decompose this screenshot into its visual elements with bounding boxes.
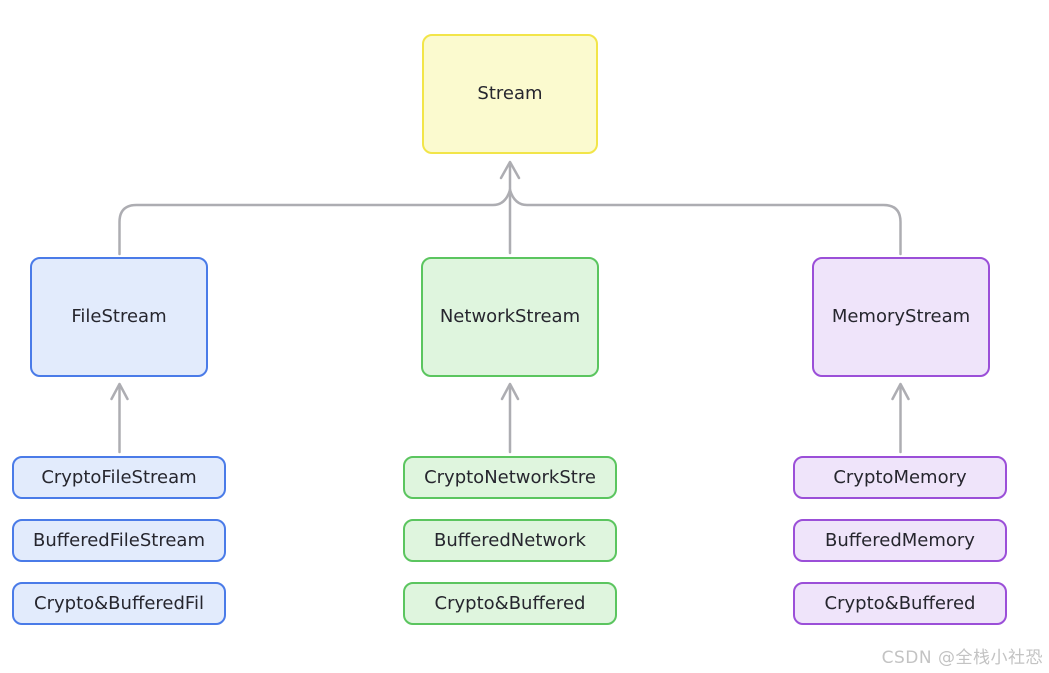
node-stream: Stream bbox=[422, 34, 598, 154]
node-cryptobufferednetwork-label: Crypto&Buffered bbox=[434, 592, 586, 614]
node-cryptobufferedmemory-label: Crypto&Buffered bbox=[824, 592, 976, 614]
node-cryptomemory-label: CryptoMemory bbox=[833, 466, 967, 488]
node-bufferednetwork: BufferedNetwork bbox=[403, 519, 617, 562]
node-cryptobufferedfile: Crypto&BufferedFil bbox=[12, 582, 226, 625]
arrowhead-memorystream bbox=[891, 382, 910, 401]
node-networkstream: NetworkStream bbox=[421, 257, 599, 377]
arrowhead-networkstream bbox=[500, 382, 520, 401]
node-filestream: FileStream bbox=[30, 257, 208, 377]
node-filestream-label: FileStream bbox=[71, 306, 167, 328]
branch-memorystream bbox=[508, 188, 902, 256]
node-memorystream: MemoryStream bbox=[812, 257, 990, 377]
branch-filestream bbox=[118, 188, 512, 256]
node-bufferednetwork-label: BufferedNetwork bbox=[434, 529, 586, 551]
node-stream-label: Stream bbox=[477, 83, 543, 105]
node-cryptomemory: CryptoMemory bbox=[793, 456, 1007, 499]
node-cryptobufferednetwork: Crypto&Buffered bbox=[403, 582, 617, 625]
node-bufferedfilestream-label: BufferedFileStream bbox=[33, 529, 205, 551]
watermark-csdn: CSDN @全栈小社恐 bbox=[881, 648, 1043, 668]
node-bufferedmemory-label: BufferedMemory bbox=[825, 529, 975, 551]
node-bufferedmemory: BufferedMemory bbox=[793, 519, 1007, 562]
node-cryptobufferedfile-label: Crypto&BufferedFil bbox=[34, 592, 204, 614]
node-cryptofilestream-label: CryptoFileStream bbox=[41, 466, 197, 488]
node-memorystream-label: MemoryStream bbox=[831, 306, 971, 328]
node-cryptofilestream: CryptoFileStream bbox=[12, 456, 226, 499]
arrowhead-filestream bbox=[110, 382, 129, 401]
node-bufferedfilestream: BufferedFileStream bbox=[12, 519, 226, 562]
node-cryptonetworkstream-label: CryptoNetworkStre bbox=[424, 466, 596, 488]
node-cryptonetworkstream: CryptoNetworkStre bbox=[403, 456, 617, 499]
node-networkstream-label: NetworkStream bbox=[439, 306, 581, 328]
arrowhead-stream bbox=[499, 160, 521, 180]
node-cryptobufferedmemory: Crypto&Buffered bbox=[793, 582, 1007, 625]
